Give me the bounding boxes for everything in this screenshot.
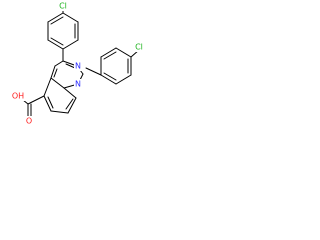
hydroxyl-label: OH [12,92,24,101]
bond [54,60,64,67]
bond [85,67,102,76]
bond [67,97,77,114]
bond [115,47,132,58]
bond [65,98,74,110]
bond [115,74,132,85]
nitrogen-label-upper: N [75,62,81,71]
carbonyl-oxygen-label: O [26,117,32,126]
bond [43,77,52,97]
chlorine-label-right: Cl [135,43,143,52]
bond [47,12,64,23]
molecule-structure: Cl Cl N N OH O [10,1,146,126]
bond [43,95,52,112]
bond [100,47,117,58]
atom-label-background [74,61,83,71]
nitrogen-label-lower: N [75,80,81,89]
atom-label-background [74,79,83,89]
bond [100,74,117,85]
bond [65,63,76,69]
bond [103,72,117,81]
atom-label-background [133,42,146,52]
bond [50,77,65,89]
bond [63,87,77,99]
chlorine-label-left: Cl [59,2,67,11]
bond [53,68,58,78]
bond [50,16,64,25]
bond [50,37,64,46]
bond [50,110,69,114]
bond [27,95,45,105]
atom-label-background [10,91,26,101]
atom-label-background [57,1,69,11]
molecule-diagram: Cl Cl N N OH O [0,0,150,150]
bond [47,96,54,109]
atom-label-background [24,116,34,126]
bond [62,39,79,50]
bond [62,12,79,23]
bond [47,39,64,50]
bond [50,65,56,79]
bond [103,51,117,60]
atom-labels: Cl Cl N N OH O [10,1,146,126]
